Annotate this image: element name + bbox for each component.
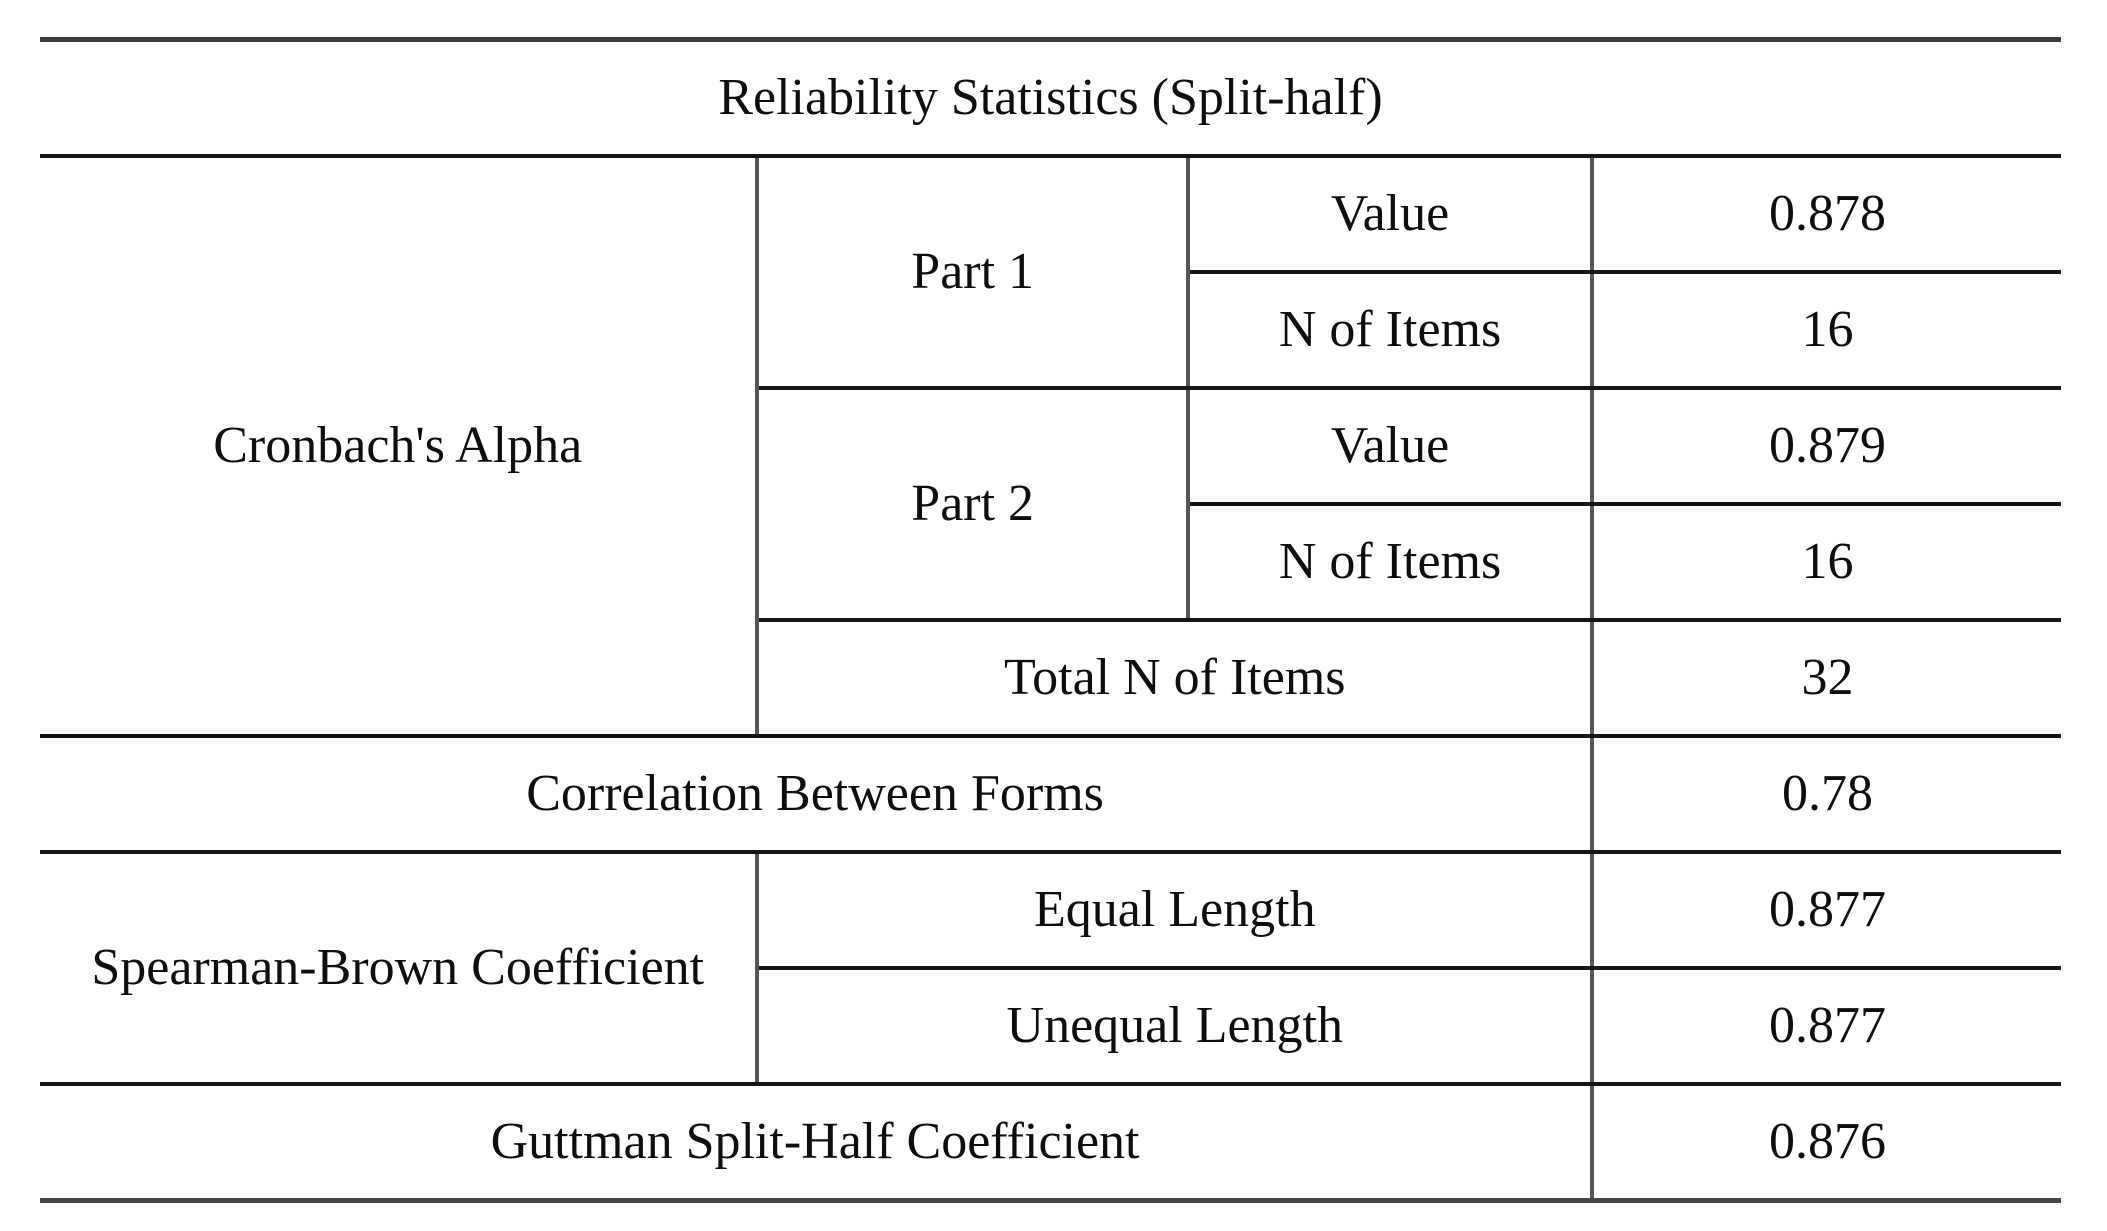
cell-part2-value: 0.879 — [1592, 388, 2061, 506]
cell-total-n-of-items: 32 — [1592, 620, 2061, 738]
cell-guttman-split-half-value: 0.876 — [1769, 1113, 1887, 1171]
table-row: Guttman Split-Half Coefficient 0.876 — [40, 1084, 2061, 1201]
reliability-table-container: Reliability Statistics (Split-half) Cron… — [40, 37, 2061, 1203]
cell-part1-n-of-items: 16 — [1592, 272, 2061, 390]
cell-cronbachs-alpha-label: Cronbach's Alpha — [40, 156, 760, 738]
table-row: Part 2 Value 0.879 — [40, 388, 2061, 622]
table-row: N of Items 16 — [40, 504, 2061, 622]
table-row: Correlation Between Forms 0.78 — [40, 736, 2061, 854]
table-row: N of Items 16 — [40, 272, 2061, 390]
table-row: Reliability Statistics (Split-half) — [40, 39, 2061, 158]
cell-part1-value: 0.878 — [1592, 156, 2061, 274]
cell-total-n-of-items-label: Total N of Items — [757, 620, 1595, 738]
cell-equal-length-value: 0.877 — [1592, 852, 2061, 970]
cell-unequal-length-label: Unequal Length — [757, 968, 1595, 1086]
cell-part1-label: Part 1 — [757, 156, 1190, 390]
cell-part2-value-label: Value — [1187, 388, 1595, 506]
reliability-statistics-table: Reliability Statistics (Split-half) Cron… — [40, 37, 2061, 1203]
cell-correlation-between-forms-value: 0.78 — [1592, 736, 2061, 854]
cell-part1-value-label: Value — [1187, 156, 1595, 274]
cell-part2-label: Part 2 — [757, 388, 1190, 622]
cell-correlation-between-forms-label: Correlation Between Forms — [40, 736, 1595, 854]
table-title: Reliability Statistics (Split-half) — [40, 39, 2061, 158]
cell-guttman-split-half-label: Guttman Split-Half Coefficient — [40, 1084, 1595, 1201]
cell-part1-n-of-items-label: N of Items — [1187, 272, 1595, 390]
cell-part2-n-of-items: 16 — [1592, 504, 2061, 622]
table-row: Cronbach's Alpha Part 1 Value 0.878 — [40, 156, 2061, 738]
table-row: Total N of Items 32 — [40, 620, 2061, 738]
table-row: Spearman-Brown Coefficient Equal Length … — [40, 852, 2061, 1086]
cell-part2-n-of-items-label: N of Items — [1187, 504, 1595, 622]
cell-spearman-brown-label: Spearman-Brown Coefficient — [40, 852, 760, 1086]
cell-equal-length-label: Equal Length — [757, 852, 1595, 970]
table-row: Unequal Length 0.877 — [40, 968, 2061, 1086]
cell-unequal-length-value: 0.877 — [1592, 968, 2061, 1086]
